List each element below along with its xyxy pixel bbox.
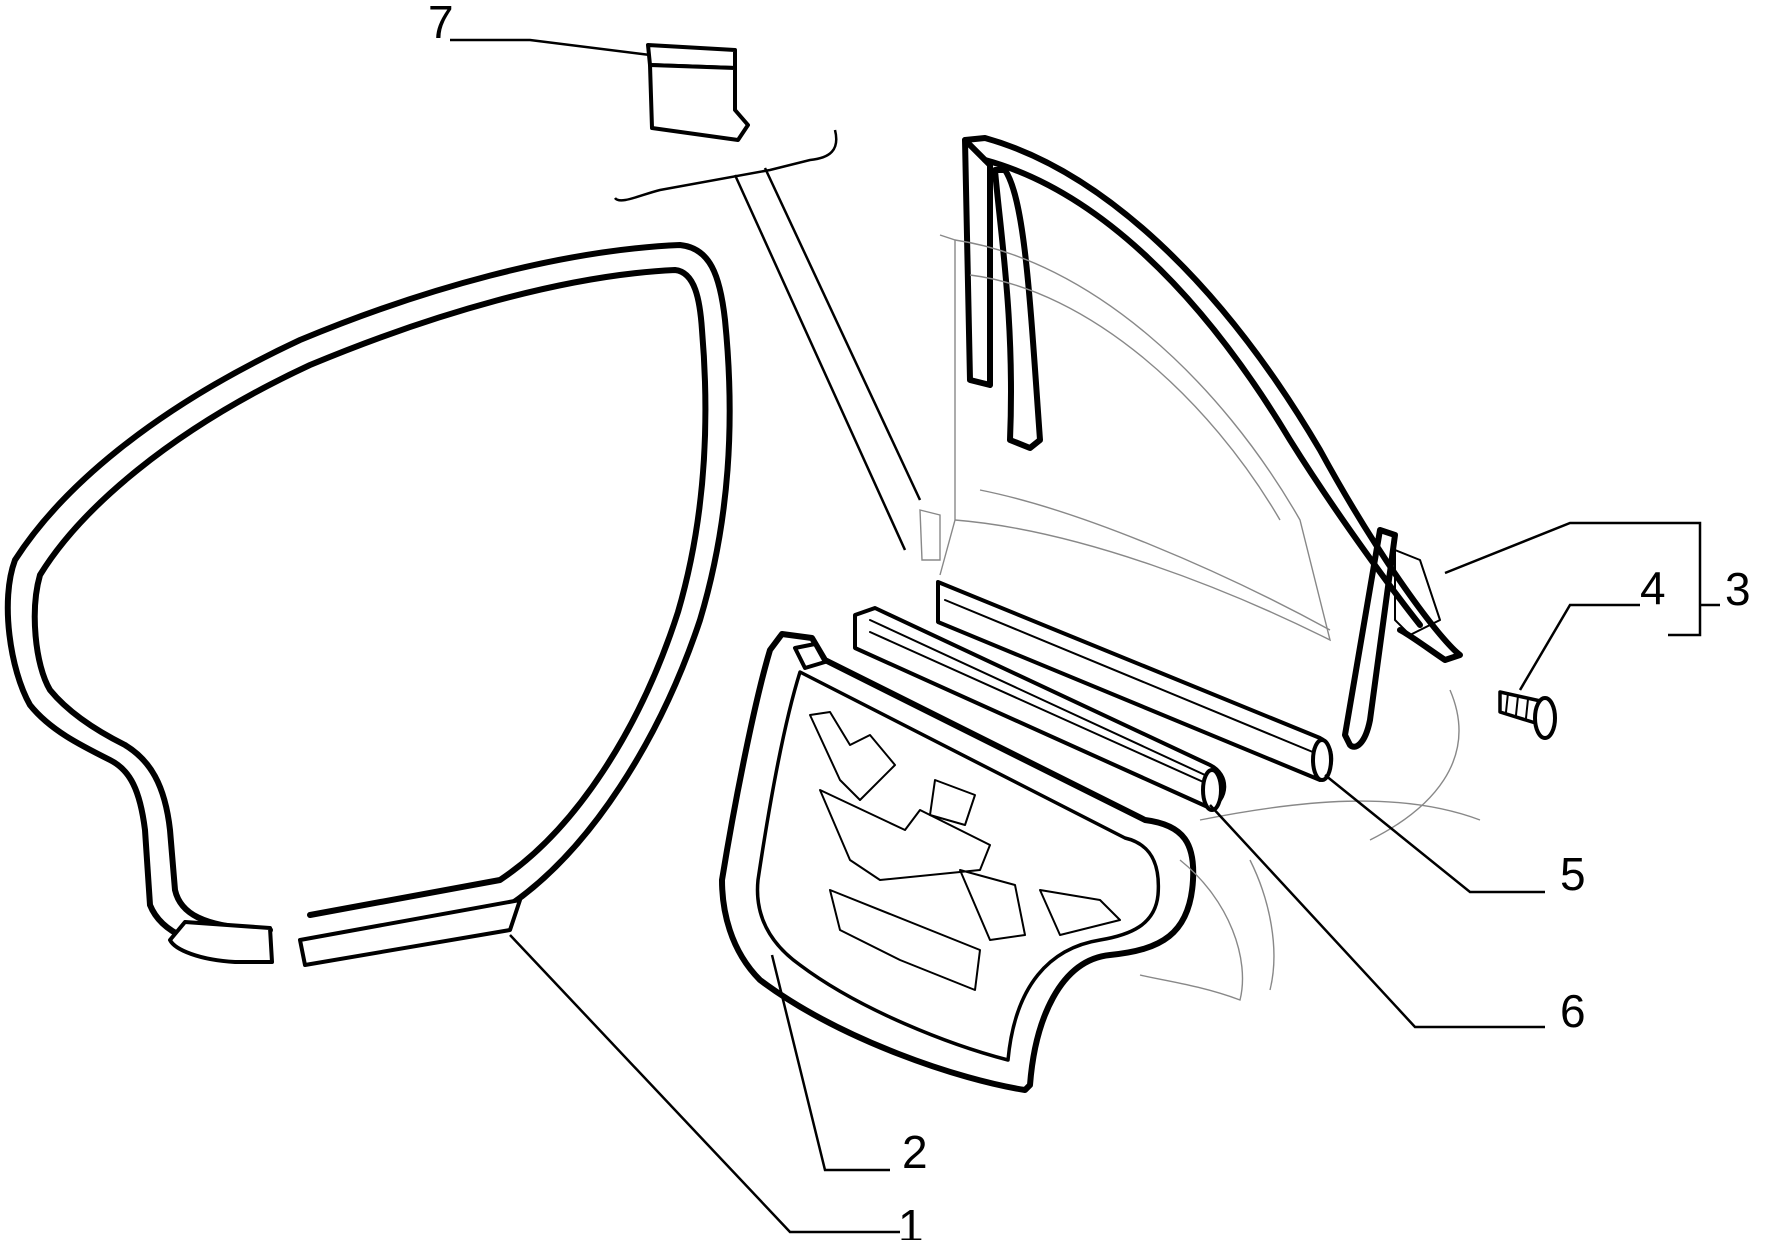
part-5-outer-waist-seal: [936, 580, 1334, 782]
callout-3: 3: [1725, 563, 1751, 615]
part-4-screw: [1498, 690, 1557, 740]
part-2-door-panel: [719, 631, 1197, 1093]
part-3-window-glass: [919, 135, 1463, 750]
callout-2: 2: [902, 1126, 928, 1178]
leader-7: [450, 38, 651, 57]
callout-1: 1: [898, 1200, 924, 1240]
leader-4: [1518, 603, 1640, 691]
callout-4: 4: [1640, 562, 1666, 614]
callout-5: 5: [1560, 848, 1586, 900]
leader-6: [1209, 804, 1545, 1029]
leader-7-bracket: [613, 129, 838, 202]
leader-1: [509, 934, 900, 1234]
leader-7-a: [733, 174, 907, 551]
leader-7-b: [763, 167, 922, 501]
part-7-clip: [646, 43, 750, 142]
callout-6: 6: [1560, 985, 1586, 1037]
leader-2: [770, 954, 890, 1172]
leader-lines: [450, 38, 1640, 1234]
part-6-inner-waist-seal: [853, 606, 1227, 812]
callout-7: 7: [428, 0, 454, 48]
bracket-3-4: [1444, 521, 1720, 637]
callout-labels: 1 2 3 4 5 6 7: [428, 0, 1751, 1240]
part-1-door-seal: [4, 242, 733, 967]
leader-5: [1324, 774, 1545, 894]
